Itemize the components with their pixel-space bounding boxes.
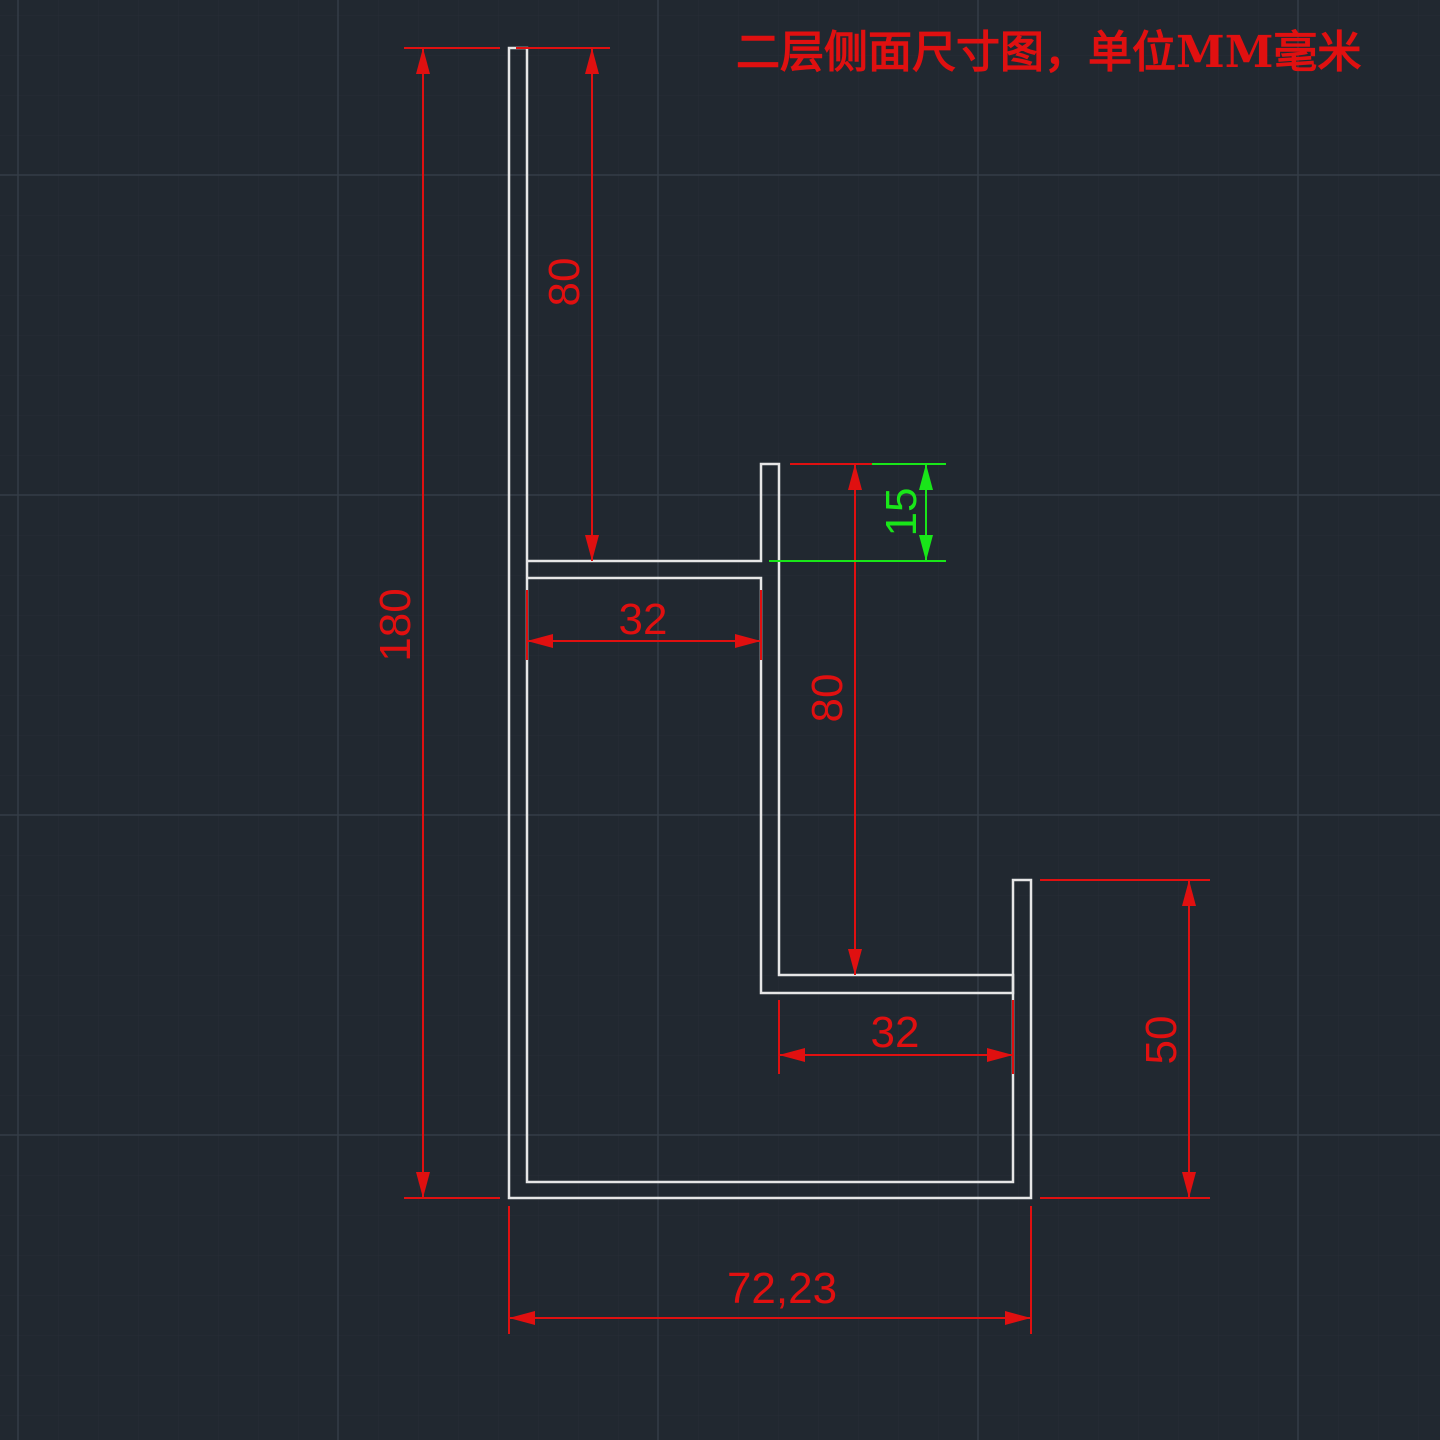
dim-total-height-label[interactable]: 180 <box>371 588 420 661</box>
dim-shelf2-depth-arrow-right <box>987 1048 1013 1062</box>
dim-middle-height-label[interactable]: 80 <box>803 674 852 723</box>
dimension-highlight-layer <box>769 463 946 562</box>
dim-upper-back-arrow-top <box>585 48 599 74</box>
dim-shelf2-depth-label[interactable]: 32 <box>871 1008 920 1057</box>
dim-bottom-lip-label[interactable]: 50 <box>1137 1016 1186 1065</box>
dim-shelf1-lip-label[interactable]: 15 <box>877 488 926 537</box>
dim-upper-back-label[interactable]: 80 <box>540 258 589 307</box>
dim-upper-back-arrow-bottom <box>585 535 599 561</box>
dim-total-height-arrow-top <box>416 48 430 74</box>
profile-outline <box>507 46 1033 1200</box>
profile-back-and-base <box>507 46 1033 1200</box>
dim-total-height-arrow-bottom <box>416 1172 430 1198</box>
dim-bottom-lip-arrow-top <box>1182 880 1196 906</box>
dim-shelf1-depth-arrow-right <box>735 634 761 648</box>
dim-shelf1-lip-arrow-bottom <box>919 535 933 561</box>
dim-bottom-lip-arrow-bottom <box>1182 1172 1196 1198</box>
dim-shelf1-depth-label[interactable]: 32 <box>619 595 668 644</box>
dim-shelf2-depth-arrow-left <box>779 1048 805 1062</box>
drawing-title: 二层侧面尺寸图，单位MM毫米 <box>736 27 1362 78</box>
dim-total-width-label[interactable]: 72,23 <box>727 1264 837 1313</box>
dim-shelf1-depth-arrow-left <box>527 634 553 648</box>
dim-middle-height-arrow-top <box>848 464 862 490</box>
dimension-layer <box>404 47 1210 1334</box>
dim-shelf1-lip-arrow-top <box>919 464 933 490</box>
profile-shelf1-riser <box>527 462 1015 995</box>
dim-total-width-arrow-right <box>1005 1311 1031 1325</box>
dim-total-width-arrow-left <box>509 1311 535 1325</box>
dim-middle-height-arrow-bottom <box>848 949 862 975</box>
